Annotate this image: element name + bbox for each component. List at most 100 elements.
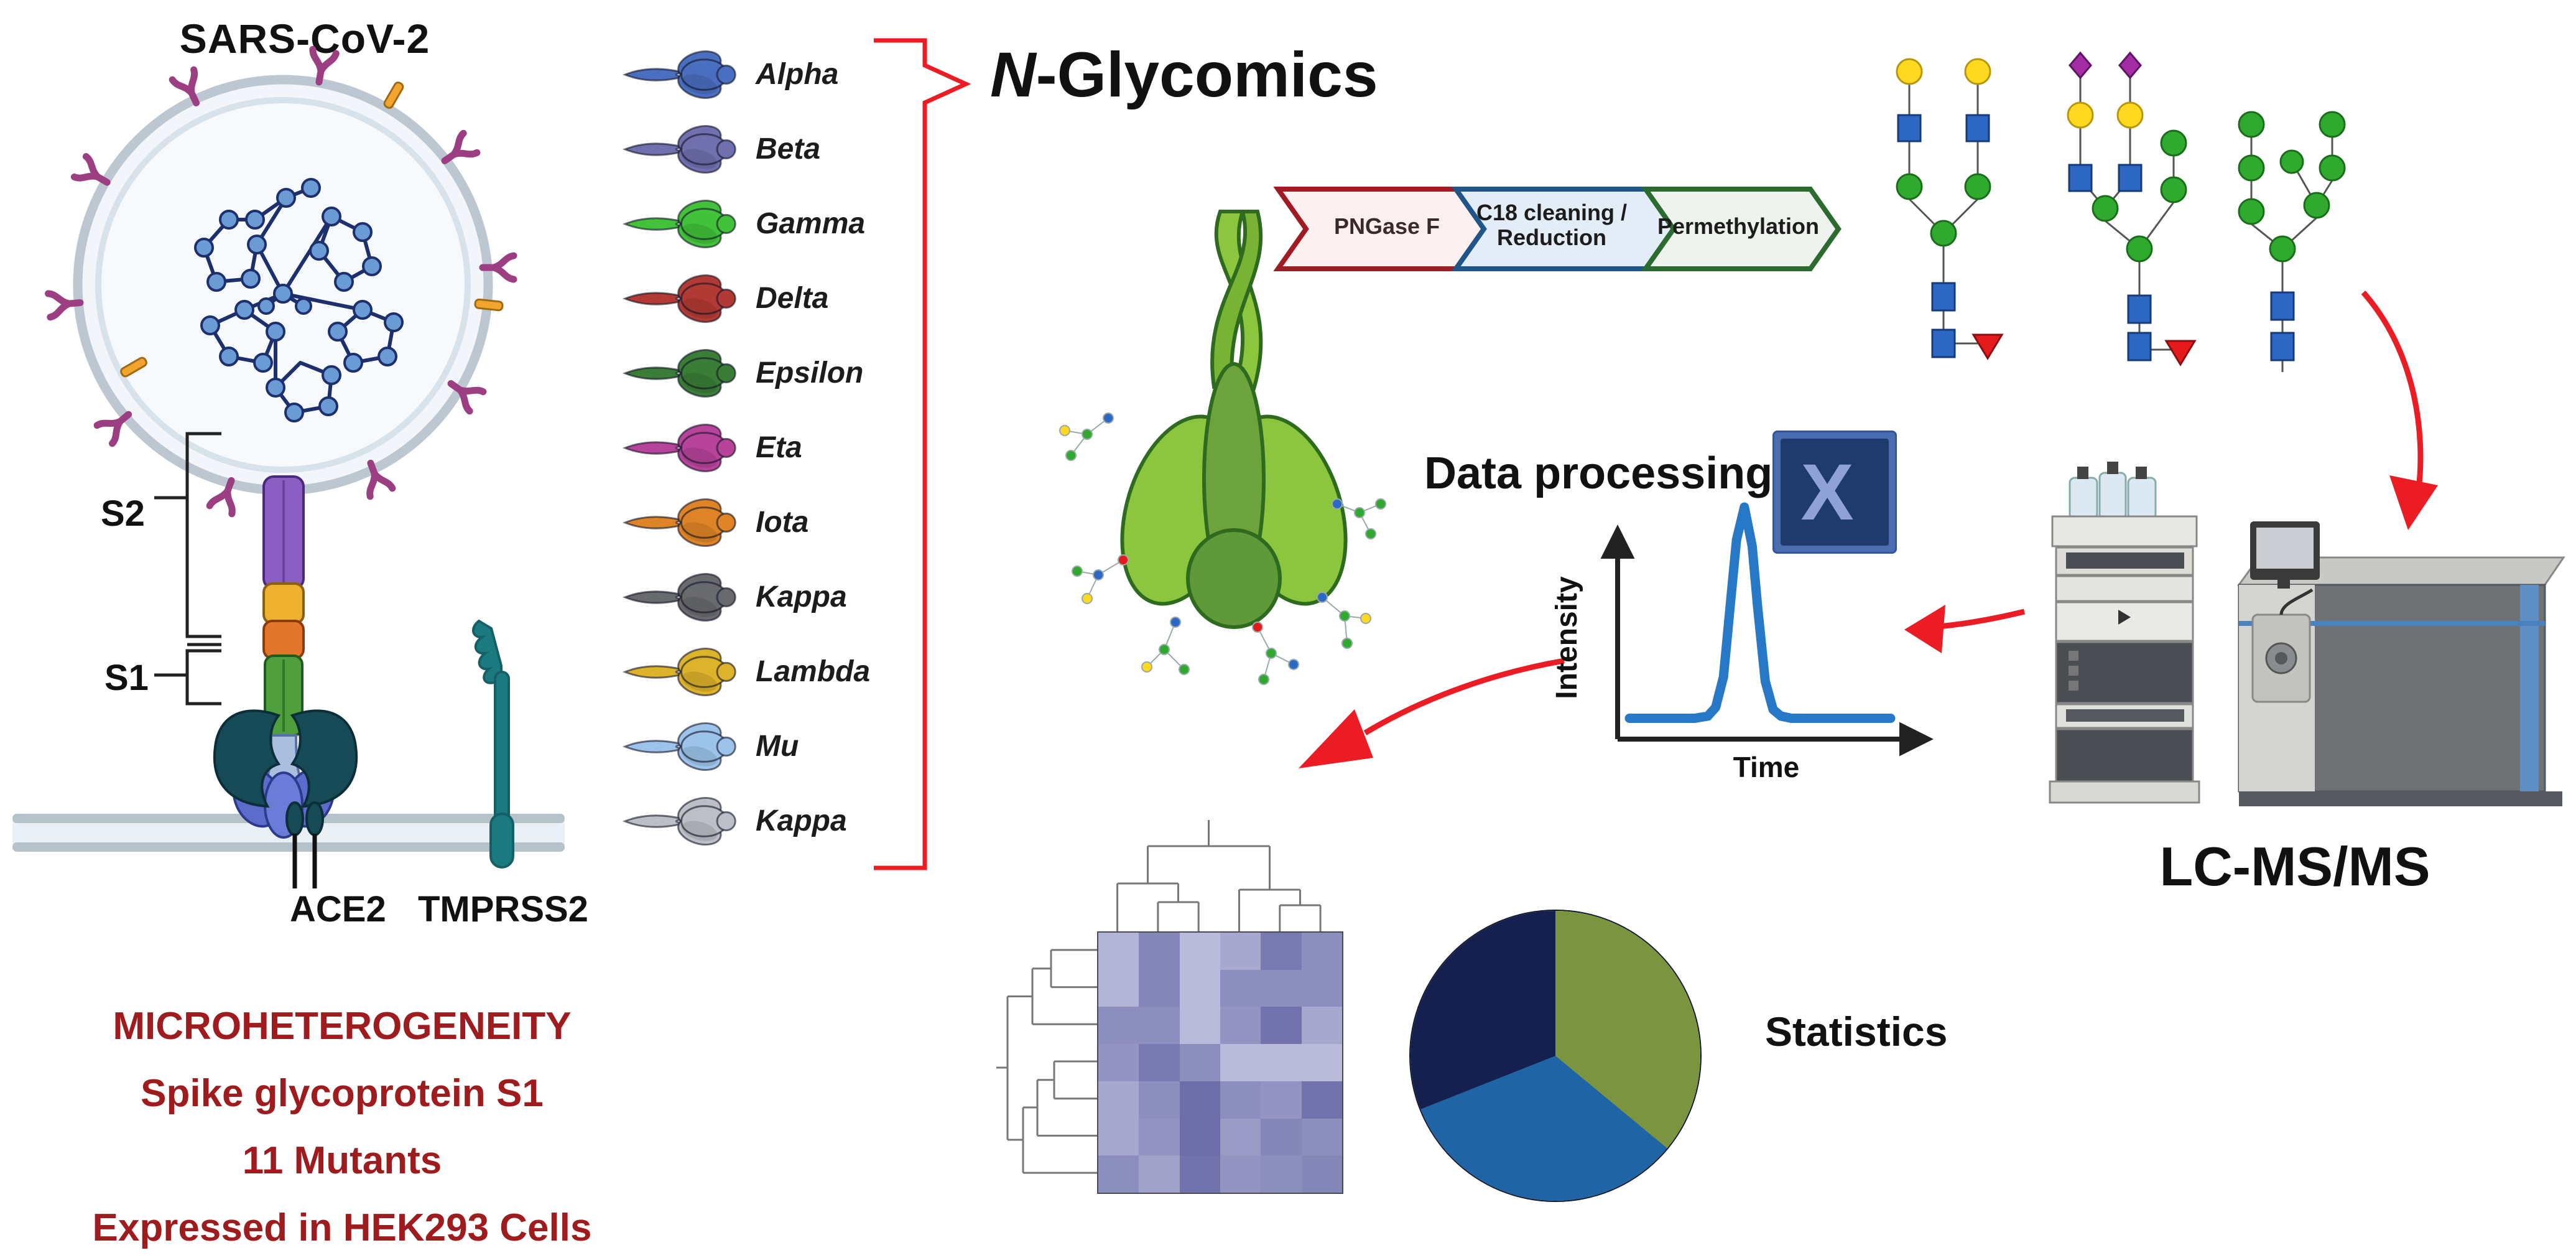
chromatogram-ylabel: Intensity [1550, 576, 1583, 699]
workflow-step-arrows [1273, 187, 1842, 271]
lcms-instruments-illustration [2049, 462, 2565, 806]
membrane-proteins-ring [120, 82, 504, 378]
heatmap-cell [1220, 1007, 1261, 1045]
arrow-glycans-to-lcms [2361, 291, 2424, 495]
variant-label: Eta [756, 431, 802, 464]
variant-label: Alpha [756, 58, 839, 91]
spike-glycans [1059, 412, 1386, 685]
summary-line: Spike glycoprotein S1 [141, 1072, 544, 1115]
heatmap-cell [1301, 1044, 1342, 1081]
heatmap-cell [1098, 1118, 1139, 1156]
heatmap-cell [1139, 969, 1180, 1007]
workflow-step-label: Permethylation [1657, 213, 1820, 239]
heatmap-cell [1261, 969, 1302, 1007]
heatmap-cell [1098, 1007, 1139, 1045]
heatmap-cell [1301, 933, 1342, 970]
mass-spectrometer [2237, 521, 2565, 806]
chromatogram-peak-curve [1624, 502, 1896, 723]
s2-label: S2 [101, 493, 145, 534]
column-dendrogram [1116, 820, 1322, 931]
virus-particle-illustration [45, 45, 517, 518]
variant-label: Gamma [756, 207, 866, 240]
arrow-dataprocessing-to-statistics [1363, 658, 1565, 735]
heatmap-cell [1301, 1118, 1342, 1156]
tmprss2-label: TMPRSS2 [418, 889, 588, 930]
spike-receptor-illustration [12, 432, 565, 888]
heatmap-cell [1301, 1007, 1342, 1045]
variant-label: Beta [756, 133, 821, 165]
variant-row: Kappa [622, 566, 902, 635]
study-summary: MICROHETEROGENEITY Spike glycoprotein S1… [90, 993, 594, 1258]
heatmap-cell [1261, 1044, 1302, 1081]
variant-row: Gamma [622, 193, 902, 261]
instrument-monitor [2250, 521, 2320, 589]
heatmap-cell [1098, 1155, 1139, 1193]
heatmap-cell [1139, 1007, 1180, 1045]
heatmap-cell [1098, 1081, 1139, 1119]
variant-row: Kappa [622, 790, 902, 859]
heatmap-cell [1220, 1081, 1261, 1119]
variant-row: Mu [622, 715, 902, 784]
statistics-label: Statistics [1765, 1009, 1948, 1055]
heatmap-cell [1098, 933, 1139, 970]
variant-label: Kappa [756, 580, 847, 613]
heatmap-cell [1261, 933, 1302, 970]
variant-label: Lambda [756, 655, 871, 688]
data-processing-title: Data processing [1424, 449, 1773, 498]
glycan-software-icon-inner: X [1781, 439, 1889, 546]
variant-row: Iota [622, 492, 902, 560]
heatmap-cell [1139, 1155, 1180, 1193]
heatmap-grid [1097, 931, 1343, 1194]
variant-label: Delta [756, 282, 829, 315]
heatmap-cell [1220, 1118, 1261, 1156]
variant-label: Iota [756, 506, 809, 539]
arrow-lcms-to-dataprocessing-head [1904, 605, 1945, 653]
hplc-stack [2049, 515, 2200, 804]
virus-title: SARS-CoV-2 [179, 16, 430, 62]
arrow-glycans-to-lcms-head [2389, 475, 2438, 530]
chromatogram-xlabel: Time [1733, 751, 1800, 783]
spike-proteins-ring [45, 45, 517, 518]
variant-label: Kappa [756, 804, 847, 837]
heatmap-cell [1098, 1044, 1139, 1081]
chromatogram-plot [1600, 502, 1934, 757]
heatmap-cell [1261, 1081, 1302, 1119]
glycan-structure-1 [1896, 58, 2004, 360]
heatmap-cell [1301, 969, 1342, 1007]
variant-group-bracket [874, 38, 971, 870]
heatmap-cell [1220, 1044, 1261, 1081]
heatmap-cell [1220, 933, 1261, 970]
viral-rna-nucleoproteins [194, 178, 404, 422]
heatmap-cell [1139, 1081, 1180, 1119]
variant-row: Lambda [622, 641, 902, 709]
heatmap-cell [1179, 1007, 1220, 1045]
variant-row: Alpha [622, 44, 902, 112]
glycan-structure-3 [2238, 111, 2346, 372]
heatmap-cell [1220, 1155, 1261, 1193]
glycan-software-icon: X [1772, 431, 1897, 554]
heatmap-cell [1261, 1007, 1302, 1045]
variant-label: Epsilon [756, 356, 864, 389]
ion-source [2251, 588, 2314, 703]
heatmap-cell [1139, 1044, 1180, 1081]
heatmap-cell [1301, 1155, 1342, 1193]
heatmap-cell [1179, 933, 1220, 970]
glycan-structure-2 [2067, 51, 2197, 366]
summary-line: MICROHETEROGENEITY [113, 1005, 572, 1048]
heatmap-cell [1139, 1118, 1180, 1156]
heatmap-cell [1261, 1155, 1302, 1193]
s1-label: S1 [104, 658, 149, 698]
ace2-receptor [213, 709, 358, 836]
workflow-title: N-Glycomics [990, 39, 1378, 111]
variant-row: Beta [622, 118, 902, 187]
workflow-title-n: N [990, 39, 1036, 110]
workflow-step-label: PNGase F [1333, 213, 1440, 239]
heatmap-cell [1179, 1118, 1220, 1156]
workflow-title-rest: -Glycomics [1035, 39, 1378, 110]
summary-line: 11 Mutants [242, 1139, 442, 1182]
heatmap-cell [1139, 933, 1180, 970]
heatmap-cell [1179, 1155, 1220, 1193]
heatmap-cell [1301, 1081, 1342, 1119]
